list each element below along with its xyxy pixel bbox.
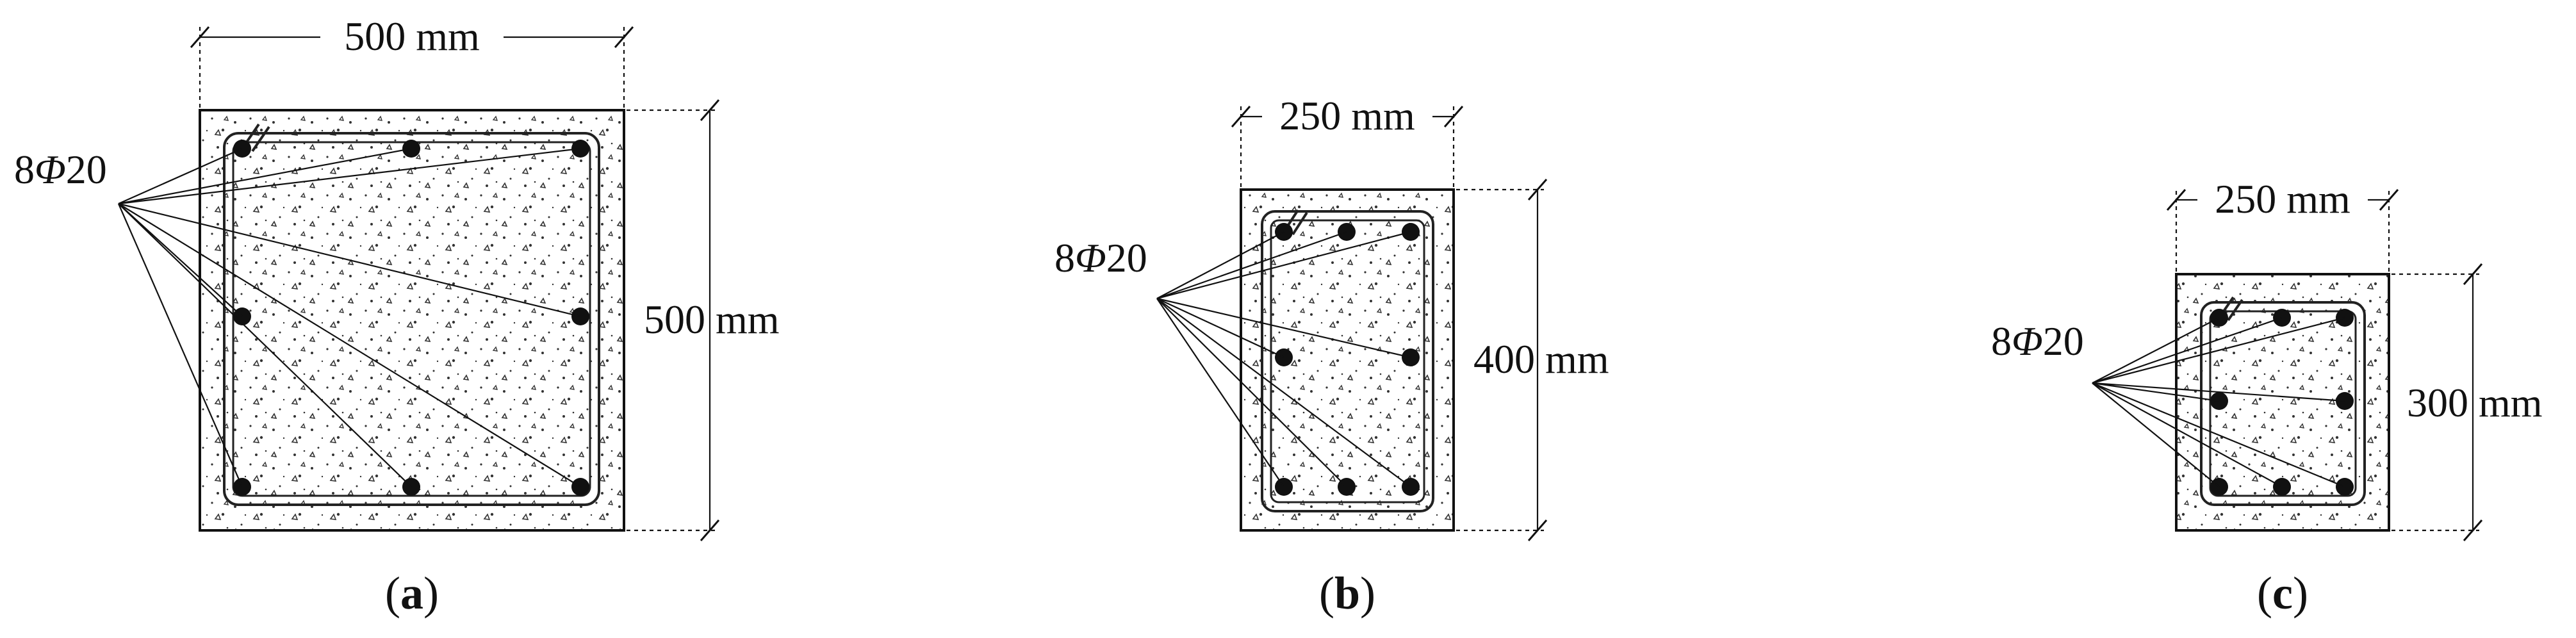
- panel-label-b: (b): [1319, 568, 1375, 619]
- section-c: 8Φ20 250 mm 300 mm (c): [1991, 176, 2543, 619]
- height-label: 300 mm: [2407, 380, 2543, 425]
- height-label: 500 mm: [644, 297, 780, 342]
- panel-label-a: (a): [385, 568, 439, 619]
- width-dimension: [190, 26, 634, 108]
- panel-label-c: (c): [2257, 568, 2308, 619]
- width-label: 500 mm: [344, 13, 480, 59]
- rebar-label: 8Φ20: [1991, 318, 2084, 364]
- section-b: 8Φ20 250 mm 400 mm (b): [1054, 93, 1609, 619]
- leader-lines: [2092, 316, 2345, 488]
- height-dimension: [2391, 263, 2483, 541]
- height-dimension: [627, 99, 720, 541]
- height-dimension: [1456, 179, 1548, 541]
- leader-lines: [117, 147, 581, 487]
- section-a: 8Φ20 500 mm 500 mm (a): [14, 13, 780, 619]
- rebar-label: 8Φ20: [1054, 235, 1147, 281]
- width-dimension: [2166, 189, 2399, 272]
- width-dimension: [1231, 106, 1464, 187]
- rebar-label: 8Φ20: [14, 147, 107, 192]
- height-label: 400 mm: [1473, 336, 1609, 382]
- stirrup-outer: [1261, 210, 1434, 512]
- leader-lines: [1156, 231, 1411, 487]
- stirrup-outer: [223, 132, 600, 506]
- stirrup-inner: [1270, 219, 1425, 503]
- width-label: 250 mm: [2215, 176, 2350, 222]
- stirrup-outer: [2200, 301, 2366, 506]
- width-label: 250 mm: [1279, 93, 1415, 138]
- concrete-section: [199, 109, 625, 532]
